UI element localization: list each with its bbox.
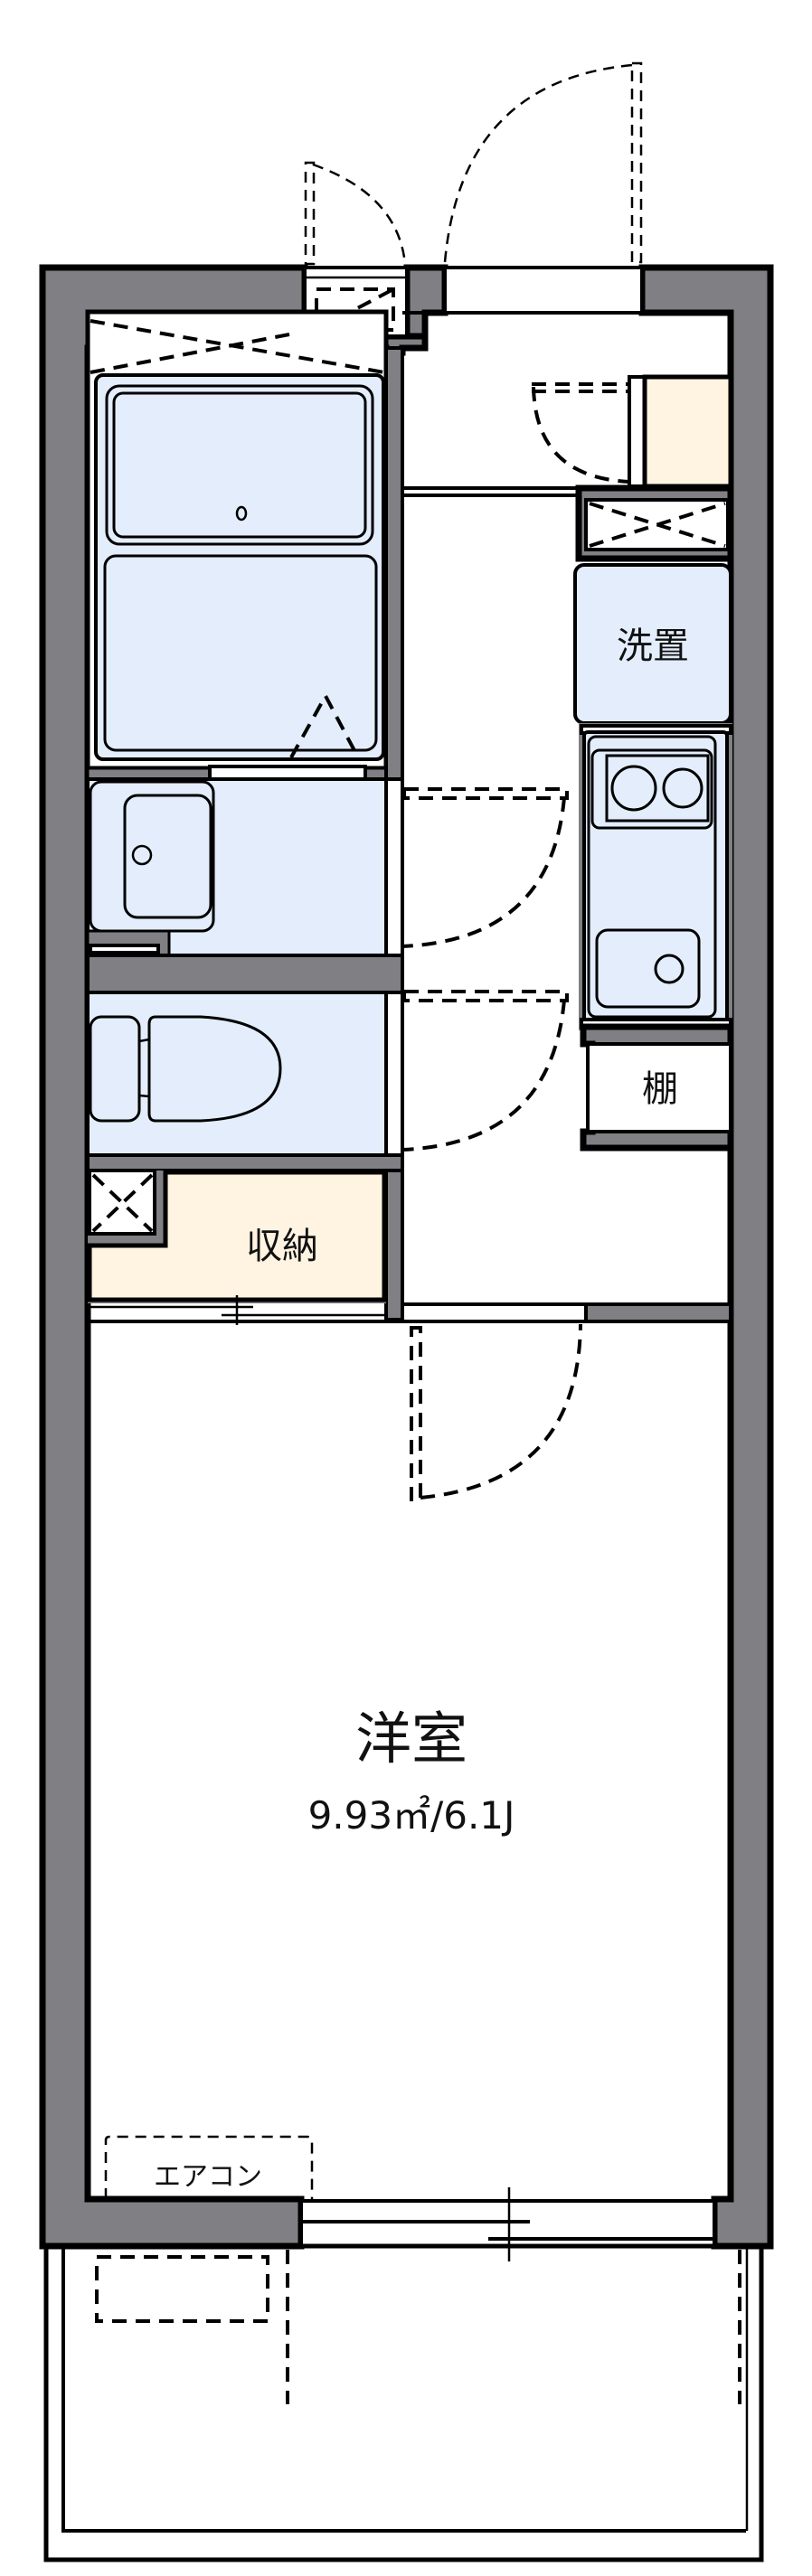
entrance-threshold	[443, 266, 644, 315]
kitchen	[579, 723, 732, 1030]
door-swing-arc	[443, 63, 633, 263]
balcony	[43, 2243, 764, 2562]
door-leaf	[402, 787, 569, 800]
kitchen-sink	[595, 928, 701, 1009]
room-label: 洋室	[355, 1706, 467, 1772]
bath-door-sill	[208, 765, 367, 781]
burner-icon	[662, 767, 703, 809]
towel-rack	[89, 944, 160, 954]
entrance-step	[401, 486, 581, 497]
door-swing-arc	[420, 1323, 582, 1500]
door-swing-arc	[312, 163, 407, 265]
washroom	[86, 777, 404, 957]
shoe-cabinet-body	[642, 374, 733, 489]
shelf-label: 棚	[642, 1068, 678, 1110]
western-room: 洋室 9.93㎡/6.1J	[308, 1706, 515, 1838]
door-leaf	[530, 382, 631, 393]
door-leaf	[402, 990, 569, 1002]
toilet-door-jamb	[384, 991, 404, 1157]
shoe-cabinet-door[interactable]	[530, 382, 631, 484]
sink-basin	[123, 794, 212, 919]
balcony-outline	[43, 2243, 764, 2562]
washroom-door[interactable]	[401, 787, 569, 948]
air-conditioner-label: エアコン	[154, 2161, 262, 2193]
room-door-opening	[401, 1302, 588, 1323]
burner-icon	[610, 765, 657, 812]
balcony-window[interactable]	[299, 2187, 716, 2261]
washer-space-label: 洗置	[617, 625, 689, 667]
pipe-space-right	[584, 498, 730, 551]
bathroom	[85, 309, 389, 771]
door-swing-arc	[401, 796, 566, 948]
drain-icon	[654, 954, 685, 984]
ac-outdoor-unit	[95, 2255, 269, 2323]
wall-top-mid	[403, 264, 448, 340]
room-door[interactable]	[410, 1323, 582, 1501]
wall-toilet-closet	[86, 1153, 404, 1172]
room-area: 9.93㎡/6.1J	[308, 1793, 515, 1838]
meter-box-door	[304, 161, 407, 266]
shoe-cabinet	[628, 374, 733, 489]
toilet-bowl	[147, 1015, 282, 1123]
door-leaf	[304, 161, 316, 266]
shelf: 棚	[586, 1042, 732, 1133]
closet-label: 収納	[246, 1226, 318, 1267]
wall-partition	[584, 1302, 732, 1323]
wash-area-floor	[103, 554, 378, 752]
closet: 収納	[87, 1169, 402, 1325]
door-leaf	[630, 61, 643, 264]
door-swing-arc	[401, 999, 566, 1152]
washer-space: 洗置	[573, 563, 732, 725]
washroom-door-jamb	[384, 777, 404, 957]
air-conditioner-outline	[104, 2135, 314, 2199]
wall-wash-toilet	[86, 954, 404, 994]
toilet-tank	[89, 1015, 141, 1123]
drain-icon	[235, 505, 248, 522]
entrance-door[interactable]	[443, 61, 643, 264]
door-leaf	[410, 1326, 422, 1501]
toilet-room	[86, 991, 404, 1157]
toilet-door[interactable]	[401, 990, 569, 1152]
door-swing-arc	[532, 386, 630, 484]
faucet-icon	[131, 844, 153, 866]
air-conditioner: エアコン	[104, 2135, 314, 2199]
bathtub-basin	[112, 391, 367, 539]
